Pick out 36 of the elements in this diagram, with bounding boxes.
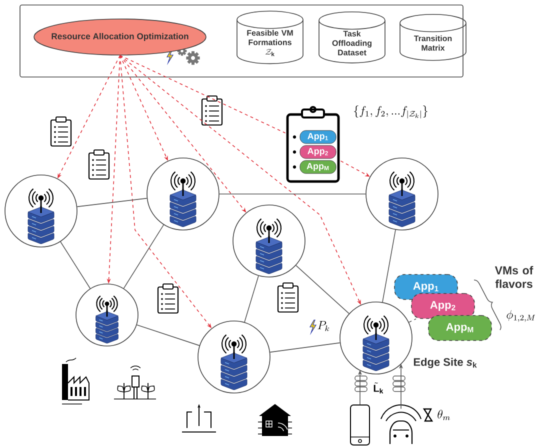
power-formula: $P_k$	[318, 321, 330, 332]
connector-line	[123, 224, 164, 289]
connector-line	[408, 318, 416, 323]
connector-line	[120, 55, 286, 134]
time-formula: $\theta_m$	[438, 410, 450, 420]
vm-pill: App$_{M}$	[428, 315, 492, 341]
connector-line	[382, 229, 396, 303]
connector-line	[244, 275, 259, 323]
clipboard-drawing	[286, 106, 340, 183]
phone-icon	[350, 404, 370, 446]
car-icon	[380, 404, 422, 444]
set-formula: $\{f_1, f_2, ...f_{|\mathcal{Z}_k|}\}$	[354, 106, 428, 118]
panel-frame	[20, 4, 464, 78]
flavor-formula: $\phi_{1,2,M}$	[506, 310, 536, 322]
app-pill: App$_{M}$	[300, 160, 336, 174]
connector-line	[60, 241, 91, 289]
app-pill: App$_{2}$	[300, 145, 336, 159]
database-cylinder: Transition Matrix	[400, 14, 466, 61]
app-pill: App$_{1}$	[300, 130, 336, 144]
vm-caption: VMs of flavors	[494, 266, 534, 288]
database-cylinder: Feasible VM Formations $\mathcal{Z}_{\mathbf{k}}$	[236, 10, 304, 64]
load-formula: $\tilde{\mathbf{L}}_{\mathbf{k}}$	[374, 382, 384, 394]
site-caption: Edge Site s$_{k}$	[414, 358, 477, 368]
edge-site-circle	[232, 204, 306, 278]
edge-site-circle	[146, 158, 220, 230]
edge-site-circle	[340, 302, 412, 374]
edge-site-circle	[366, 158, 438, 230]
connector-line	[296, 265, 350, 314]
edge-site-circle	[4, 174, 78, 248]
vm-pill: App$_{2}$	[411, 293, 475, 319]
database-cylinder: Task Offloading Dataset	[318, 11, 386, 64]
connector-line	[136, 324, 200, 346]
connector-line	[270, 342, 340, 353]
connector-line	[76, 198, 148, 208]
edge-site-circle	[76, 284, 138, 346]
edge-site-circle	[198, 320, 270, 394]
